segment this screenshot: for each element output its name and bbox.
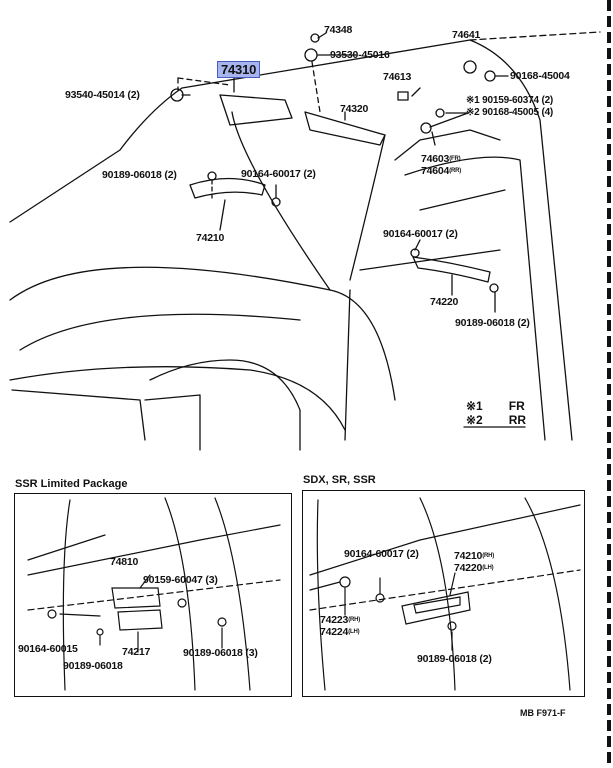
part-74641-label[interactable]: 74641	[452, 29, 481, 41]
part-74220-inset-label[interactable]: 74220(LH)	[454, 562, 494, 574]
part-90159-60047-label[interactable]: 90159-60047 (3)	[143, 574, 218, 586]
part-93540-45014-label[interactable]: 93540-45014 (2)	[65, 89, 140, 101]
windshield-frame	[9, 87, 183, 223]
assist-grip-74210	[189, 177, 266, 199]
legend: ※1 FR ※2 RR	[466, 399, 526, 427]
part-74210-inset-number: 74210	[454, 550, 483, 562]
reference-code: MB F971-F	[520, 708, 566, 718]
part-74604-label[interactable]: 74604(RR)	[421, 165, 461, 177]
inset-box-left	[14, 493, 292, 697]
legend-mark-2: ※2	[466, 413, 483, 427]
part-74810-label[interactable]: 74810	[110, 556, 139, 568]
assist-grip-inset	[401, 591, 471, 625]
part-74223-suffix: (RH)	[348, 617, 361, 623]
part-74603-suffix: (FR)	[449, 156, 461, 162]
part-74223-label[interactable]: 74223(RH)	[320, 614, 360, 626]
legend-mark-1: ※1	[466, 399, 483, 413]
part-93530-45016-label[interactable]: 93530-45016	[330, 49, 390, 61]
part-90168-45005-label[interactable]: ※2 90168-45005 (4)	[466, 107, 554, 118]
part-74224-label[interactable]: 74224(LH)	[320, 626, 360, 638]
part-74210-inset-label[interactable]: 74210(RH)	[454, 550, 494, 562]
part-74220-inset-number: 74220	[454, 562, 483, 574]
section-title-sdx-sr-ssr: SDX, SR, SSR	[303, 474, 376, 486]
part-90189-06018-label-d[interactable]: 90189-06018 (3)	[183, 647, 258, 659]
inset-box-right	[302, 490, 585, 697]
part-74604-suffix: (RR)	[449, 168, 462, 174]
part-74320-label[interactable]: 74320	[340, 103, 369, 115]
legend-value-2: RR	[508, 413, 527, 427]
part-90189-06018-label-e[interactable]: 90189-06018 (2)	[417, 653, 492, 665]
part-74220-label[interactable]: 74220	[430, 296, 459, 308]
legend-row-2: ※2 RR	[466, 413, 526, 427]
part-74604-number: 74604	[421, 165, 450, 177]
sun-visor-left	[219, 94, 293, 126]
part-90164-60017-label-b[interactable]: 90164-60017 (2)	[383, 228, 458, 240]
part-90164-60015-label[interactable]: 90164-60015	[18, 643, 78, 655]
part-74210-inset-suffix: (RH)	[482, 553, 495, 559]
page-edge-marks	[607, 0, 611, 768]
part-74603-label[interactable]: 74603(FR)	[421, 153, 461, 165]
part-74217-label[interactable]: 74217	[122, 646, 151, 658]
legend-row-1: ※1 FR	[466, 399, 526, 413]
part-74223-number: 74223	[320, 614, 349, 626]
part-74224-number: 74224	[320, 626, 349, 638]
part-74224-suffix: (LH)	[348, 629, 360, 635]
legend-value-1: FR	[508, 399, 525, 413]
assist-grip-74220	[412, 256, 491, 283]
part-90159-60374-label[interactable]: ※1 90159-60374 (2)	[466, 95, 554, 106]
part-90168-45004-label[interactable]: 90168-45004	[510, 70, 570, 82]
part-90189-06018-label-b[interactable]: 90189-06018 (2)	[455, 317, 530, 329]
part-74220-inset-suffix: (LH)	[482, 565, 494, 571]
part-74310-label[interactable]: 74310	[217, 61, 261, 78]
sun-visor-right	[304, 111, 386, 146]
part-90189-06018-label-c[interactable]: 90189-06018	[63, 660, 123, 672]
part-90164-60017-label-c[interactable]: 90164-60017 (2)	[344, 548, 419, 560]
part-74348-label[interactable]: 74348	[324, 24, 353, 36]
part-74603-number: 74603	[421, 153, 450, 165]
console-box-74810	[111, 587, 161, 609]
part-74613-label[interactable]: 74613	[383, 71, 412, 83]
part-90189-06018-label-a[interactable]: 90189-06018 (2)	[102, 169, 177, 181]
highlight-marker: 74310	[217, 61, 261, 78]
part-74210-label[interactable]: 74210	[196, 232, 225, 244]
section-title-ssr-limited: SSR Limited Package	[15, 478, 128, 490]
part-90164-60017-label-a[interactable]: 90164-60017 (2)	[241, 168, 316, 180]
